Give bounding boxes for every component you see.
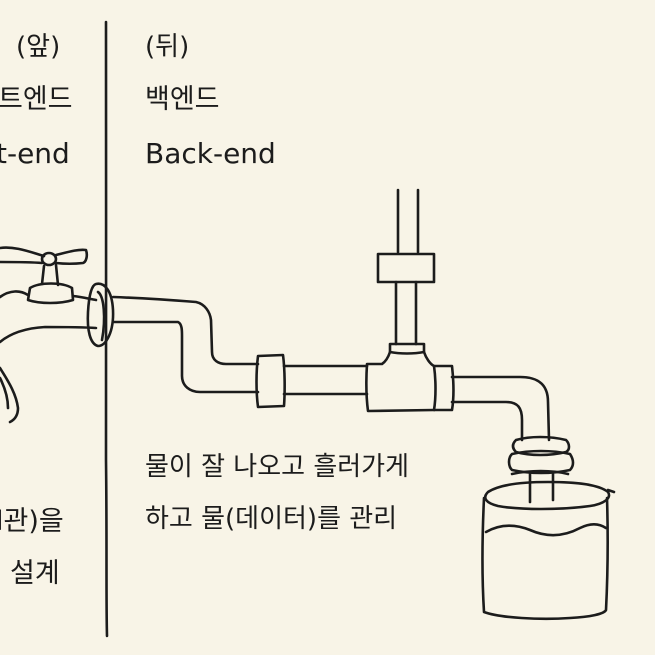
- faucet: [0, 246, 115, 424]
- front-korean-label: 트엔드: [0, 84, 73, 115]
- back-korean-label: 백엔드: [145, 84, 220, 115]
- pipe-right: [450, 375, 575, 504]
- front-desc-line1: l관)을: [0, 506, 64, 537]
- back-paren-label: (뒤): [145, 32, 189, 62]
- back-english-label: Back-end: [145, 137, 276, 170]
- front-desc-line2: 설계: [10, 558, 60, 589]
- back-desc-line1: 물이 잘 나오고 흘러가게: [145, 452, 409, 482]
- front-english-label: t-end: [0, 137, 70, 170]
- pipe-tee: [365, 342, 455, 413]
- back-desc-line2: 하고 물(데이터)를 관리: [145, 504, 397, 534]
- front-paren-label: (앞): [16, 32, 60, 62]
- pipe-vertical: [376, 188, 436, 346]
- pipe-main: [111, 295, 369, 409]
- water-bucket: [481, 480, 616, 621]
- divider-line: [104, 20, 109, 638]
